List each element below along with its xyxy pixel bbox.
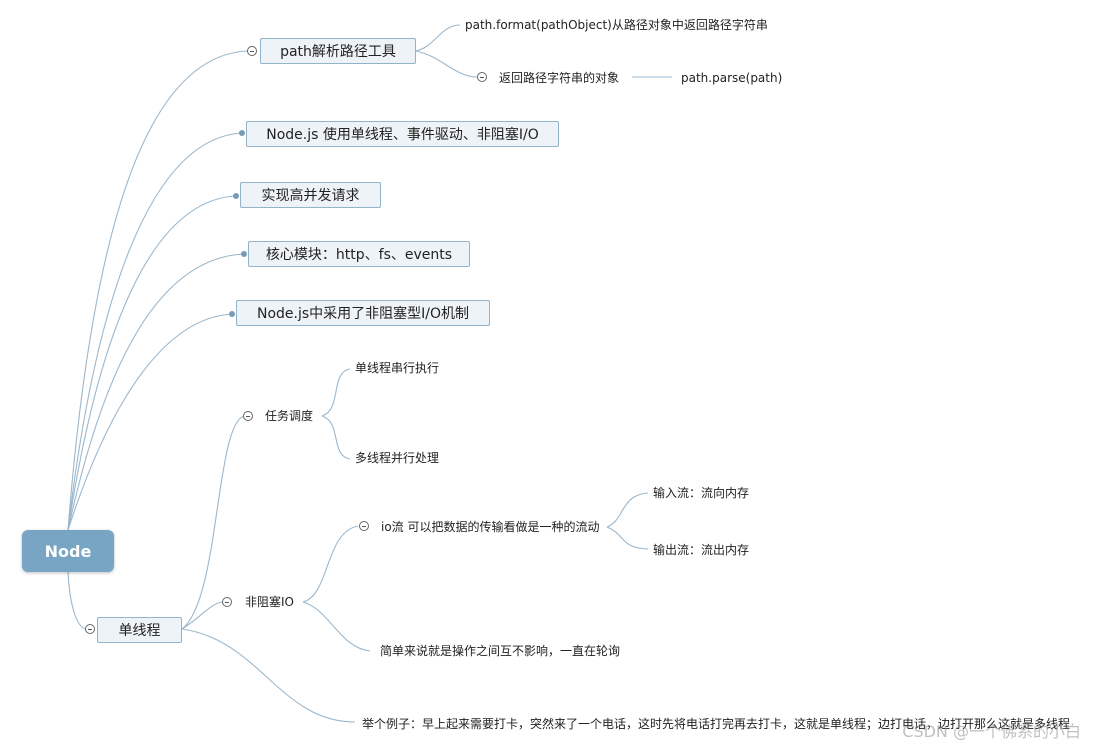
link-path-format (414, 24, 461, 52)
link-root-nonblocking (67, 313, 233, 531)
link-stream-input (606, 492, 649, 528)
collapse-toggle-icon[interactable] (477, 72, 487, 82)
branch-dot-icon (239, 130, 245, 136)
link-nbio-summary (302, 601, 371, 652)
node-nonblocking-io[interactable]: Node.js中采用了非阻塞型I/O机制 (236, 300, 490, 326)
collapse-toggle-icon[interactable] (243, 411, 253, 421)
node-nodejs-single-thread[interactable]: Node.js 使用单线程、事件驱动、非阻塞I/O (246, 121, 559, 147)
csdn-watermark: CSDN @一个佛系的小白 (902, 722, 1081, 741)
branch-dot-icon (229, 311, 235, 317)
link-root-coremodules (67, 253, 245, 531)
node-parallel-processing[interactable]: 多线程并行处理 (355, 451, 440, 465)
collapse-toggle-icon[interactable] (247, 46, 257, 56)
node-concurrency[interactable]: 实现高并发请求 (240, 182, 381, 208)
link-nbio-stream (302, 525, 359, 603)
node-path-tool-label: path解析路径工具 (280, 44, 396, 60)
node-nonblocking-io-label: Node.js中采用了非阻塞型I/O机制 (256, 306, 470, 322)
link-stream-output (606, 526, 649, 550)
branch-dot-icon (241, 251, 247, 257)
branch-dot-icon (233, 193, 239, 199)
node-task-scheduling[interactable]: 任务调度 (265, 409, 314, 423)
node-serial-execution[interactable]: 单线程串行执行 (355, 361, 440, 375)
node-nonblocking-io-child[interactable]: 非阻塞IO (245, 595, 294, 609)
node-parse-desc[interactable]: 返回路径字符串的对象 (499, 71, 620, 85)
node-path-parse[interactable]: path.parse(path) (681, 71, 783, 85)
link-task-parallel (321, 415, 351, 460)
node-path-tool[interactable]: path解析路径工具 (260, 38, 416, 64)
node-core-modules[interactable]: 核心模块：http、fs、events (248, 241, 470, 267)
node-single-thread[interactable]: 单线程 (97, 617, 182, 643)
link-root-concurrency (67, 195, 237, 531)
link-root-singlethread (67, 571, 87, 630)
link-task-serial (321, 368, 351, 417)
link-single-nonblockio (181, 601, 223, 630)
collapse-toggle-icon[interactable] (359, 521, 369, 531)
collapse-toggle-icon[interactable] (85, 624, 95, 634)
link-root-nodejs (67, 132, 243, 531)
node-io-stream[interactable]: io流 可以把数据的传输看做是一种的流动 (381, 520, 600, 534)
node-nodejs-single-thread-label: Node.js 使用单线程、事件驱动、非阻塞I/O (266, 127, 539, 143)
collapse-toggle-icon[interactable] (222, 597, 232, 607)
node-io-summary[interactable]: 简单来说就是操作之间互不影响，一直在轮询 (380, 644, 621, 658)
root-node[interactable]: Node (22, 530, 114, 572)
node-example[interactable]: 举个例子：早上起来需要打卡，突然来了一个电话，这时先将电话打完再去打卡，这就是单… (362, 717, 1071, 731)
node-core-modules-label: 核心模块：http、fs、events (265, 247, 453, 263)
node-single-thread-label: 单线程 (118, 623, 161, 639)
root-label: Node (44, 541, 92, 561)
node-input-stream[interactable]: 输入流：流向内存 (653, 486, 750, 500)
link-single-example (181, 628, 356, 723)
node-output-stream[interactable]: 输出流：流出内存 (653, 543, 750, 557)
node-concurrency-label: 实现高并发请求 (261, 188, 360, 204)
node-path-format[interactable]: path.format(pathObject)从路径对象中返回路径字符串 (465, 18, 768, 32)
link-root-path (67, 50, 249, 531)
link-path-parse (414, 50, 478, 78)
link-single-task (181, 415, 245, 630)
